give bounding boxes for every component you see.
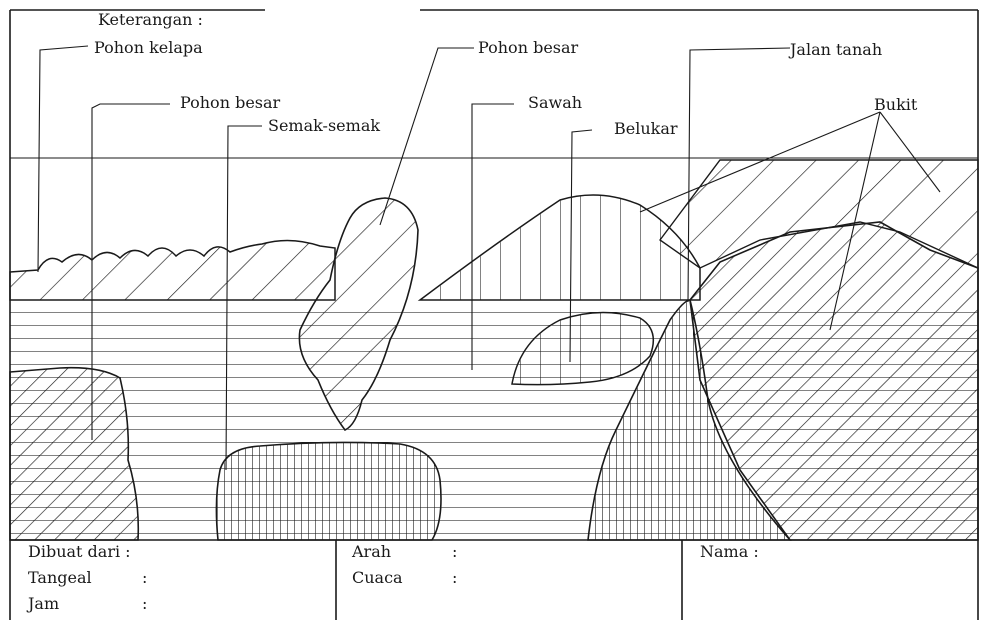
footer-nama: Nama : — [700, 542, 759, 561]
legend-title: Keterangan : — [98, 10, 203, 29]
footer-tanggal: Tangeal — [28, 568, 92, 587]
pohon-besar-tree — [298, 197, 419, 431]
bukit-front — [689, 221, 979, 541]
footer-grid — [10, 539, 978, 620]
bukit-back — [659, 159, 979, 270]
sawah-hill — [417, 194, 701, 301]
footer-jam-colon: : — [142, 594, 147, 613]
leader-lines — [37, 45, 941, 471]
label-semak-semak: Semak-semak — [268, 116, 380, 135]
label-belukar: Belukar — [614, 119, 678, 138]
footer-jam: Jam — [26, 594, 59, 613]
footer-arah: Arah — [351, 542, 391, 561]
footer-cuaca-colon: : — [452, 568, 457, 587]
pohon-besar-left-block — [9, 366, 140, 541]
label-bukit: Bukit — [874, 95, 918, 114]
semak-semak-bush — [215, 441, 442, 541]
footer-cuaca: Cuaca — [352, 568, 403, 587]
footer-dibuat-dari: Dibuat dari : — [28, 542, 131, 561]
label-pohon-kelapa: Pohon kelapa — [94, 38, 203, 57]
pohon-kelapa-line — [9, 239, 336, 301]
label-pohon-besar-center: Pohon besar — [478, 38, 579, 57]
footer-arah-colon: : — [452, 542, 457, 561]
jalan-tanah-peak — [587, 299, 792, 541]
footer-tanggal-colon: : — [142, 568, 147, 587]
label-pohon-besar-left: Pohon besar — [180, 93, 281, 112]
label-jalan-tanah: Jalan tanah — [788, 40, 882, 59]
label-sawah: Sawah — [528, 93, 582, 112]
belukar-shrub — [511, 311, 655, 386]
